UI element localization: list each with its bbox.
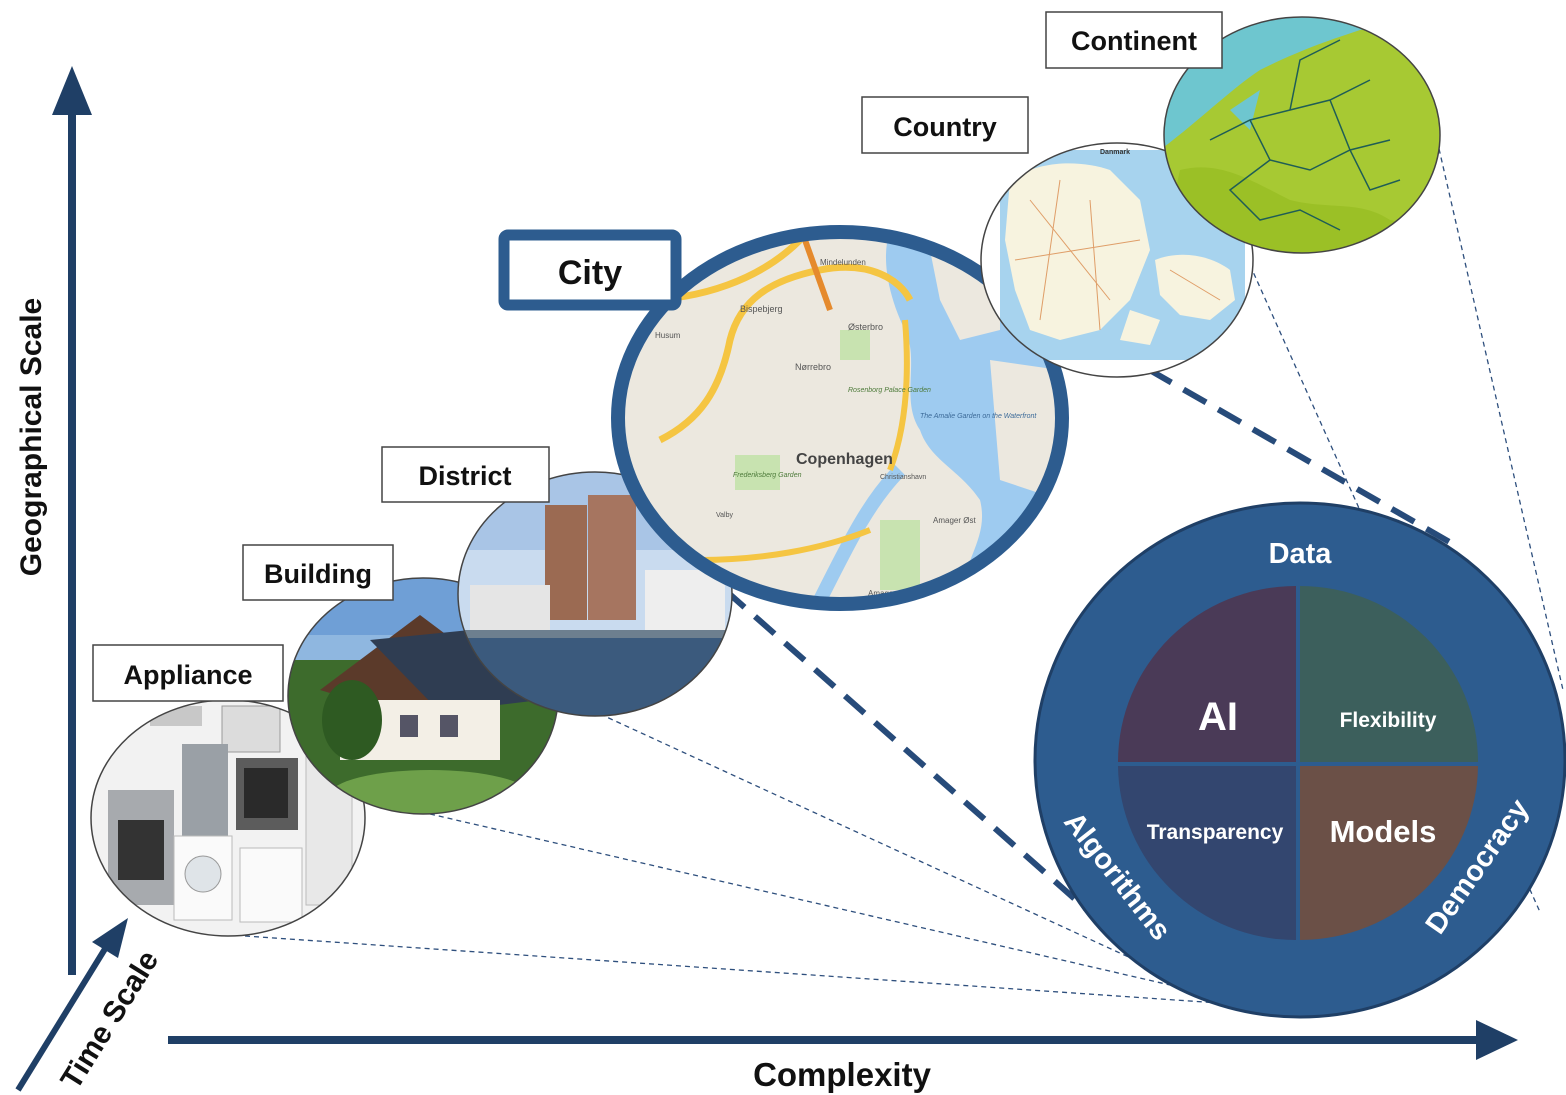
horizontal-axis-arrowhead	[1476, 1020, 1518, 1060]
city-map-place: Mindelunden	[820, 258, 866, 267]
building-label: Building	[264, 559, 372, 589]
hub-circle: Data AI Flexibility Transparency Models …	[1033, 501, 1566, 1019]
city-label-box: City	[498, 229, 682, 311]
city-map-place: Nørrebro	[795, 362, 831, 372]
hub-ai-label: AI	[1198, 695, 1238, 739]
flexibility-quadrant	[1300, 586, 1478, 762]
ai-quadrant	[1118, 586, 1296, 762]
continent-label-box: Continent	[1045, 11, 1223, 69]
continent-label: Continent	[1071, 26, 1197, 56]
geographical-scale-label: Geographical Scale	[15, 298, 48, 576]
hub-transparency-label: Transparency	[1147, 821, 1284, 844]
city-map-place: Amager Øst	[933, 516, 976, 525]
city-map-place: Husum	[655, 331, 681, 340]
hub-flexibility-label: Flexibility	[1340, 709, 1437, 732]
vertical-axis-arrowhead	[52, 66, 92, 115]
country-map-title: Danmark	[1100, 149, 1130, 156]
axes: Geographical Scale Complexity Time Scale	[15, 66, 1518, 1095]
country-label-box: Country	[861, 96, 1029, 154]
building-label-box: Building	[242, 544, 394, 601]
city-map-place: Valby	[716, 512, 733, 519]
district-label: District	[418, 461, 511, 491]
appliance-label: Appliance	[123, 660, 252, 690]
hub-data-label: Data	[1269, 538, 1333, 570]
city-map-place: Christianshavn	[880, 474, 926, 481]
city-map-place: Frederiksberg Garden	[733, 472, 802, 479]
time-axis	[15, 942, 111, 1092]
city-map-main-label: Copenhagen	[796, 451, 893, 468]
country-label: Country	[893, 112, 997, 142]
complexity-label: Complexity	[753, 1056, 932, 1093]
transparency-quadrant	[1118, 766, 1296, 940]
appliance-label-box: Appliance	[92, 644, 284, 702]
city-map-place: Rosenborg Palace Garden	[848, 387, 931, 394]
city-map-place: Østerbro	[848, 322, 883, 332]
city-map-place: The Amalie Garden on the Waterfront	[920, 413, 1037, 420]
models-quadrant	[1300, 766, 1478, 940]
time-axis-arrowhead	[92, 918, 128, 958]
hub-models-label: Models	[1330, 814, 1437, 849]
city-map-place: Bispebjerg	[740, 304, 783, 314]
city-label: City	[558, 254, 622, 292]
district-label-box: District	[381, 446, 550, 503]
city-map-place: Amager	[868, 589, 896, 598]
